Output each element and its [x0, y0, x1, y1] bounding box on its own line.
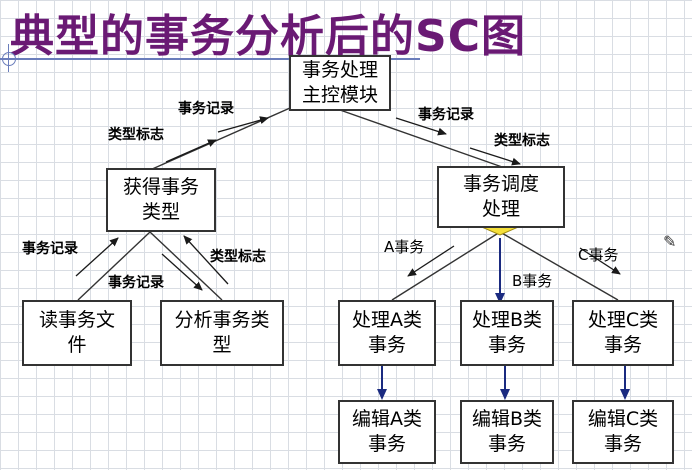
flow-arrow-rec-center-mid [161, 253, 203, 291]
node-edit-a: 编辑A类 事务 [338, 400, 436, 464]
node-read-file: 读事务文 件 [22, 300, 132, 366]
crosshair-icon [0, 44, 20, 72]
node-get-type-text: 获得事务 类型 [122, 176, 199, 223]
line-dispatch-c [499, 231, 619, 301]
node-edit-b-text: 编辑B类 事务 [471, 408, 543, 455]
label-rec-right-top: 事务记录 [418, 107, 474, 123]
node-read-file-text: 读事务文 件 [38, 309, 115, 356]
label-rec-left-top: 事务记录 [178, 101, 234, 117]
flow-arrow-type-up [165, 139, 217, 163]
label-branch-a: A事务 [384, 238, 425, 256]
flow-arrow-rec-up [217, 116, 269, 133]
node-proc-b: 处理B类 事务 [460, 300, 554, 366]
pen-cursor-icon: ✎ [663, 232, 677, 251]
flow-arrow-rec-left-mid [75, 237, 119, 277]
label-branch-b: B事务 [512, 272, 553, 290]
node-dispatch-text: 事务调度 处理 [462, 173, 539, 220]
node-edit-c: 编辑C类 事务 [572, 400, 674, 464]
node-proc-c-text: 处理C类 事务 [587, 309, 659, 356]
label-rec-center-mid: 事务记录 [108, 275, 164, 291]
label-branch-c: C事务 [578, 246, 619, 264]
flow-arrow-rec-right [395, 117, 447, 136]
line-main-dispatch [339, 109, 506, 169]
node-proc-c: 处理C类 事务 [572, 300, 674, 366]
label-type-right-mid: 类型标志 [210, 249, 266, 265]
node-main: 事务处理 主控模块 [289, 55, 391, 111]
flow-arrow-a [407, 245, 455, 277]
flow-arrow-type-right-mid [183, 235, 229, 285]
line-get-analyze [149, 231, 223, 301]
node-proc-a-text: 处理A类 事务 [352, 309, 422, 356]
node-dispatch: 事务调度 处理 [437, 166, 565, 228]
node-edit-b: 编辑B类 事务 [460, 400, 554, 464]
line-dispatch-a [391, 231, 501, 301]
label-rec-left-mid: 事务记录 [22, 241, 78, 257]
node-edit-a-text: 编辑A类 事务 [352, 408, 422, 455]
node-analyze-type-text: 分析事务类 型 [174, 309, 270, 356]
flow-arrow-c [579, 247, 621, 275]
node-proc-a: 处理A类 事务 [338, 300, 436, 366]
label-type-left-top: 类型标志 [108, 127, 164, 143]
node-proc-b-text: 处理B类 事务 [471, 309, 543, 356]
page-title: 典型的事务分析后的SC图 [10, 11, 526, 62]
flow-arrow-type-right [469, 147, 521, 166]
node-get-type: 获得事务 类型 [106, 168, 216, 232]
title-underline [0, 58, 420, 60]
node-analyze-type: 分析事务类 型 [160, 300, 284, 366]
line-get-read [77, 231, 151, 301]
node-edit-c-text: 编辑C类 事务 [587, 408, 659, 455]
label-type-right-top: 类型标志 [494, 133, 550, 149]
node-main-text: 事务处理 主控模块 [301, 59, 378, 106]
